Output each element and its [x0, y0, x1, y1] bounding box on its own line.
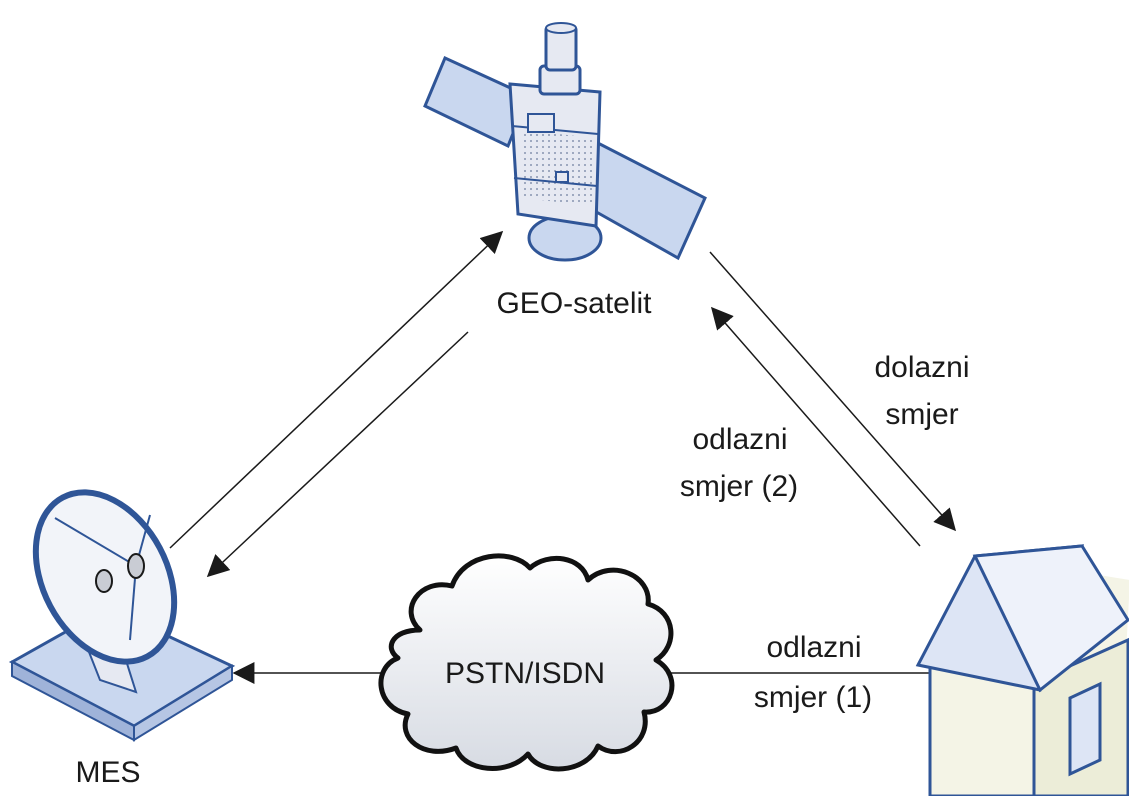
dish-antenna-icon — [8, 489, 236, 742]
uplink2-arrow-house-to-satellite — [710, 306, 921, 547]
satellite-label: GEO-satelit — [496, 287, 652, 320]
network-label: PSTN/ISDN — [444, 657, 606, 690]
cloud-icon — [378, 553, 675, 772]
uplink2-label-line1: odlazni — [692, 423, 788, 456]
uplink2-label-line2: smjer (2) — [679, 470, 799, 503]
downlink-arrow-satellite-to-house — [709, 251, 957, 532]
downlink-label-line1: dolazni — [874, 351, 970, 384]
mes-label: MES — [75, 756, 141, 789]
downlink-arrow-satellite-to-mes — [206, 331, 469, 578]
house-icon — [915, 544, 1129, 796]
uplink1-label-line1: odlazni — [766, 631, 862, 664]
uplink1-label-line2: smjer (1) — [753, 681, 873, 714]
satellite-icon — [423, 22, 707, 262]
downlink-label-line2: smjer — [885, 398, 959, 431]
uplink-arrow-mes-to-satellite — [169, 230, 504, 549]
